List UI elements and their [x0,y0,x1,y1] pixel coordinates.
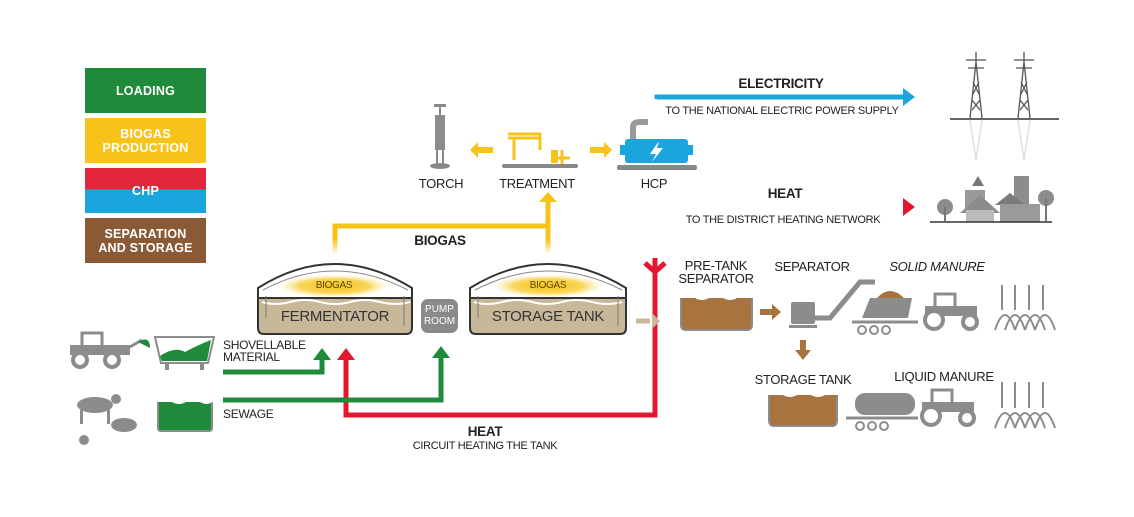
legend-biogas-production: BIOGAS PRODUCTION [85,118,206,163]
loading-arrow-fermentator-icon [313,348,331,360]
arrow-to-separator-icon [760,304,781,320]
village-icon [930,176,1054,223]
crop-field-icon-bottom [994,382,1056,429]
electricity-arrow-icon [903,88,915,106]
solid-manure-trailer-icon [852,291,918,335]
fermentator-tank [257,263,413,335]
legend-loading-label: LOADING [115,83,176,98]
legend-separation-storage: SEPARATION AND STORAGE [85,218,206,263]
shovellable-hopper-icon [153,336,216,370]
fermentator-label: FERMENTATOR [280,308,390,325]
treatment-label: TREATMENT [499,176,575,191]
hcp-label: HCP [640,176,668,191]
biogas-pipe [332,192,557,253]
biogas-arrow-up-icon [539,192,557,202]
loader-tractor-icon [70,331,150,369]
heat-district-title: HEAT [767,186,803,201]
loading-lines [223,346,450,403]
arrow-down-storage-icon [795,340,811,360]
arrow-to-torch-icon [470,142,493,158]
legend-separation-label: SEPARATION AND STORAGE [98,226,193,255]
digestate-arrow-icon [652,313,660,329]
separation-storage-tank-icon [768,391,838,427]
legend-chp-label: CHP [132,183,159,198]
electricity-line [654,88,915,137]
digestate-flow [636,313,660,329]
electricity-title: ELECTRICITY [738,76,824,91]
sewage-tank-icon [157,398,213,432]
legend-biogas-label: BIOGAS PRODUCTION [102,126,189,155]
heat-arrow-icon [903,198,915,216]
pump-room-label: PUMP ROOM [423,304,456,327]
heat-district-subtitle: TO THE DISTRICT HEATING NETWORK [685,214,881,226]
heat-circuit-subtitle: CIRCUIT HEATING THE TANK [412,440,558,452]
torch-label: TORCH [418,176,464,191]
loading-arrow-pump-icon [432,346,450,358]
power-pylons-icon [950,52,1059,161]
liquid-manure-tanker-icon [846,393,918,431]
pre-tank-separator-icon [680,294,753,331]
separator-label: SEPARATOR [774,259,850,274]
arrow-to-hcp-icon [590,142,612,158]
pre-tank-separator-label: PRE-TANK SEPARATOR [678,258,754,286]
tractor-icon-solid [923,292,979,331]
solid-manure-label: SOLID MANURE [889,259,985,274]
heat-circuit-line [337,178,667,418]
heat-circuit-title: HEAT [467,424,503,439]
heat-up-arrow-icon [337,348,355,360]
pump-room: PUMP ROOM [421,299,458,333]
crop-field-icon-top [994,285,1056,331]
lightning-icon [650,141,663,162]
separation-storage-tank-label: STORAGE TANK [754,372,852,387]
legend-chp: CHP [85,168,206,213]
liquid-manure-label: LIQUID MANURE [894,369,994,384]
legend-loading: LOADING [85,68,206,113]
storage-tank-label: STORAGE TANK [491,308,605,325]
sewage-label: SEWAGE [223,407,274,421]
livestock-icon [77,394,137,445]
electricity-subtitle: TO THE NATIONAL ELECTRIC POWER SUPPLY [665,105,899,117]
tractor-icon-liquid [920,388,976,427]
biogas-pipe-label: BIOGAS [414,233,466,248]
storage-biogas-label: BIOGAS [529,280,567,291]
torch-icon [430,104,450,169]
treatment-icon [502,132,578,168]
heat-district-line [662,198,915,216]
separator-icon [789,279,875,328]
heat-down-chevron-icon [643,261,667,276]
fermentator-biogas-label: BIOGAS [315,280,353,291]
hcp-engine-icon [617,119,697,170]
storage-tank [469,263,627,335]
shovellable-material-label: SHOVELLABLE MATERIAL [223,338,306,364]
